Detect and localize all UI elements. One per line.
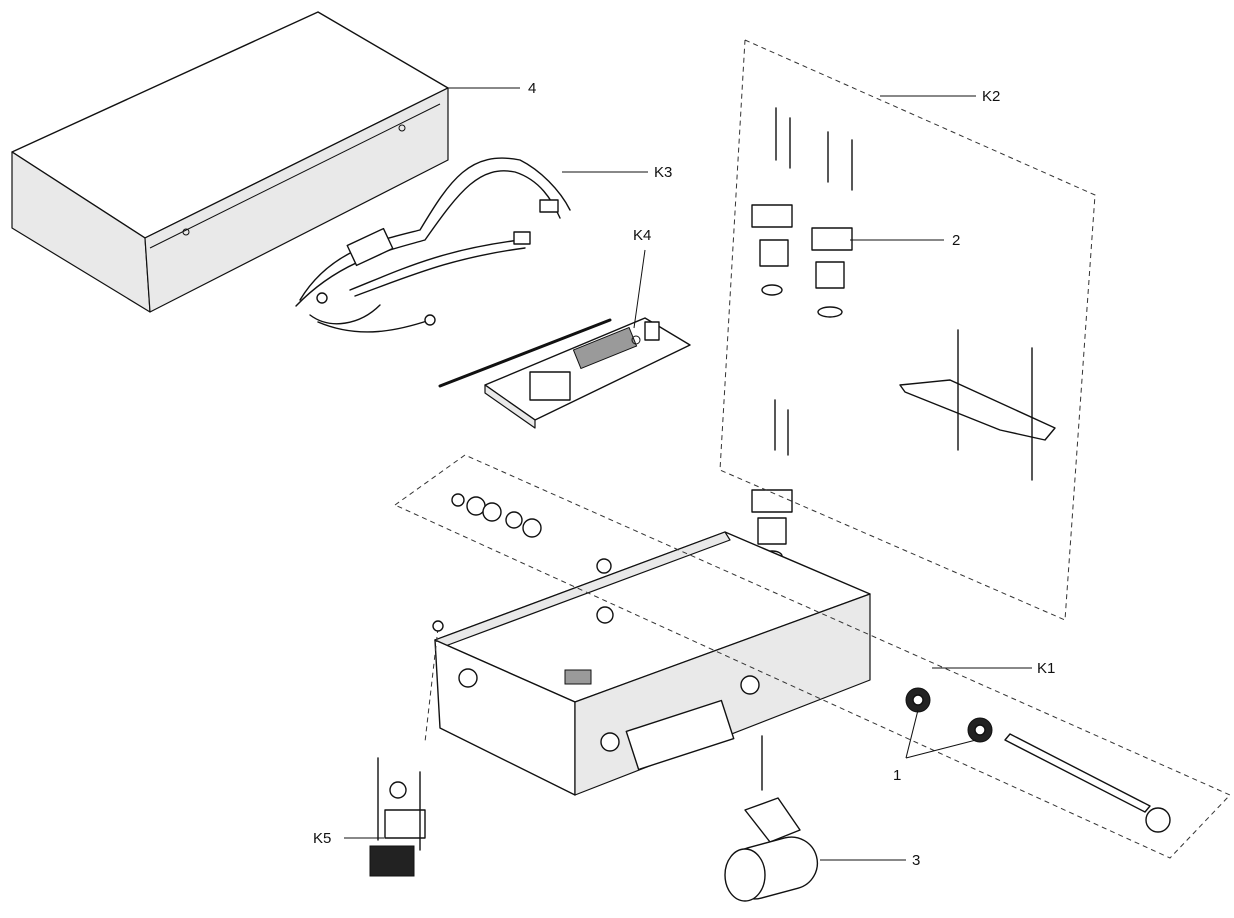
part-capacitor	[724, 735, 819, 902]
part-wiring-harness	[295, 157, 571, 333]
callout-k3: K3	[654, 164, 672, 181]
callout-1: 1	[893, 767, 901, 784]
part-circuit-board	[438, 317, 691, 429]
callout-4: 4	[528, 80, 536, 97]
callout-k4: K4	[633, 227, 651, 244]
leader-lines	[344, 87, 1032, 861]
callout-3: 3	[912, 852, 920, 869]
part-switch-kit	[751, 107, 1056, 562]
part-chassis	[434, 531, 871, 796]
part-gears-shaft	[905, 687, 1171, 833]
part-terminal-block	[369, 620, 444, 877]
group-outline-k1	[394, 454, 1231, 859]
callout-k1: K1	[1037, 660, 1055, 677]
group-outline-k2	[719, 39, 1096, 621]
callout-labels: 4 K2 K3 K4 2 K1 1 K5 3	[313, 80, 1055, 869]
callout-k5: K5	[313, 830, 331, 847]
callout-k2: K2	[982, 88, 1000, 105]
part-washer-stack	[451, 493, 612, 574]
part-cover	[11, 11, 449, 313]
callout-2: 2	[952, 232, 960, 249]
